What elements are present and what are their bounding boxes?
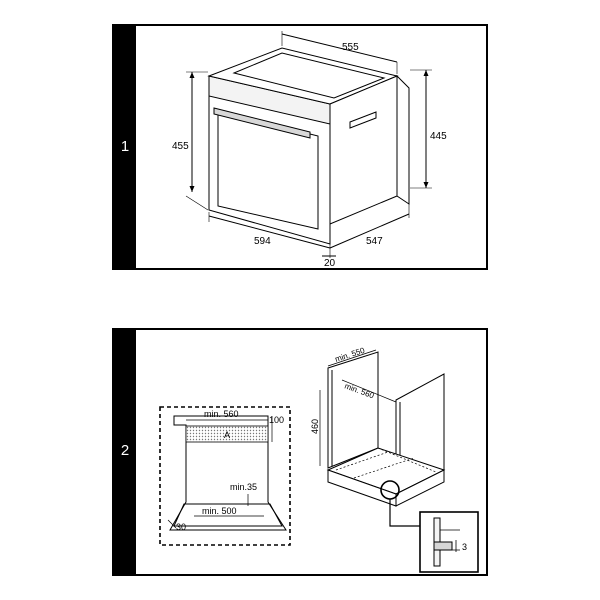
front-bottom-width-label: min. 500	[202, 506, 237, 516]
detail-leader	[389, 499, 420, 527]
oven-handle	[213, 107, 311, 139]
oven-top-frame	[232, 52, 386, 99]
dim-line-width	[208, 215, 331, 249]
oven-side-handle-recess	[349, 111, 377, 129]
cabinet-width-dim	[341, 379, 397, 403]
oven-side-flange	[396, 74, 410, 205]
front-corner-label: 30	[176, 522, 186, 532]
panel-1: 1	[112, 24, 488, 270]
zone-a-label: A	[224, 430, 230, 440]
dim-depth-label: 547	[366, 236, 383, 247]
dim-inner-height-label: 445	[430, 131, 447, 142]
dim-width-label: 594	[254, 236, 271, 247]
cabinet-left-panel	[327, 351, 379, 469]
installation-drawing: min. 560 100 A min.35 min. 500 30	[159, 346, 479, 573]
cabinet-depth-dim	[327, 349, 377, 367]
detail-value-label: 3	[462, 542, 467, 552]
front-gap-label: min.35	[230, 482, 257, 492]
dim-height-label: 455	[172, 141, 189, 152]
dim-line-depth	[329, 213, 410, 249]
panel-number-bar	[114, 26, 136, 268]
dim-top-width-label: 555	[342, 42, 359, 53]
dim-line-top	[281, 33, 398, 63]
panel-2: 2 min. 560 100 A min.35 min. 500 30	[112, 328, 488, 576]
panel-number: 2	[120, 442, 130, 459]
niche-bottom-panel	[173, 503, 283, 527]
dim-front-label: 20	[324, 258, 336, 269]
niche-dashed-outline	[159, 406, 291, 546]
panel-number-bar	[114, 330, 136, 574]
oven-dimension-drawing: 455 445 594 547 555 20	[172, 31, 447, 269]
panel-number: 1	[120, 138, 130, 155]
front-min-width-label: min. 560	[204, 409, 239, 419]
cabinet-height-label: 460	[310, 419, 320, 434]
zone-a-strip	[185, 425, 269, 443]
cabinet-base-side	[395, 469, 445, 507]
niche-inner-frame	[169, 415, 287, 531]
front-top-strip-label: 100	[269, 415, 284, 425]
